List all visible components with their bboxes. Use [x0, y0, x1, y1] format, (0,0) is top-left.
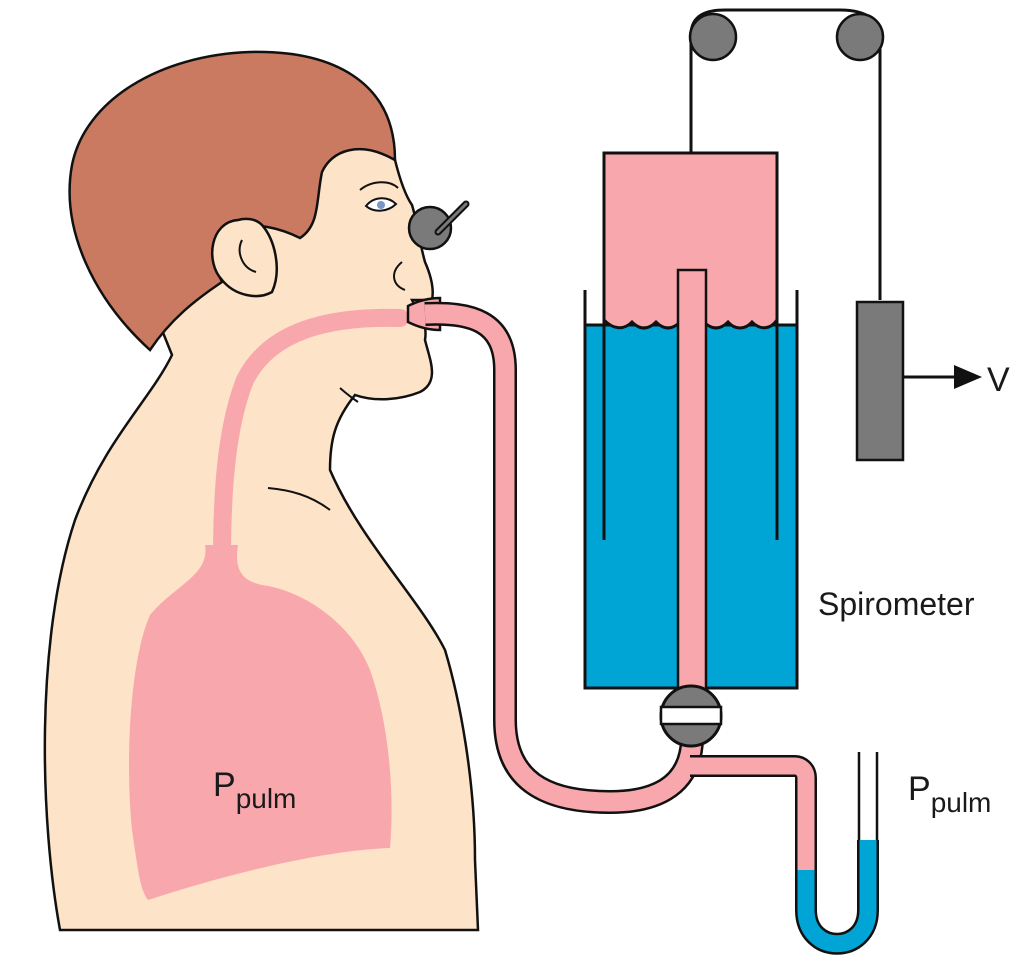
pulley-system	[688, 8, 982, 462]
ear	[210, 217, 278, 298]
lung	[129, 545, 392, 900]
inner-tube	[676, 268, 708, 692]
manometer	[690, 752, 879, 955]
lung-pressure-label: Ppulm	[213, 766, 296, 814]
gauge-pressure-main: P	[908, 770, 931, 808]
pulley-icon	[835, 12, 885, 62]
gauge-pressure-label: Ppulm	[908, 770, 991, 818]
counterweight-icon	[855, 300, 905, 462]
spirometer	[583, 151, 799, 748]
lung-pressure-main: P	[213, 766, 236, 804]
breathing-tube	[424, 301, 704, 814]
arrow-right-icon	[954, 365, 982, 389]
volume-label: V	[987, 361, 1010, 399]
spirometer-label: Spirometer	[818, 586, 975, 622]
nose-clip-icon	[407, 200, 470, 251]
person-figure	[43, 50, 480, 932]
valve-icon	[659, 684, 723, 748]
lung-pressure-sub: pulm	[236, 783, 297, 814]
gauge-pressure-sub: pulm	[931, 787, 992, 818]
trachea	[213, 308, 409, 569]
pulley-icon	[688, 12, 738, 62]
